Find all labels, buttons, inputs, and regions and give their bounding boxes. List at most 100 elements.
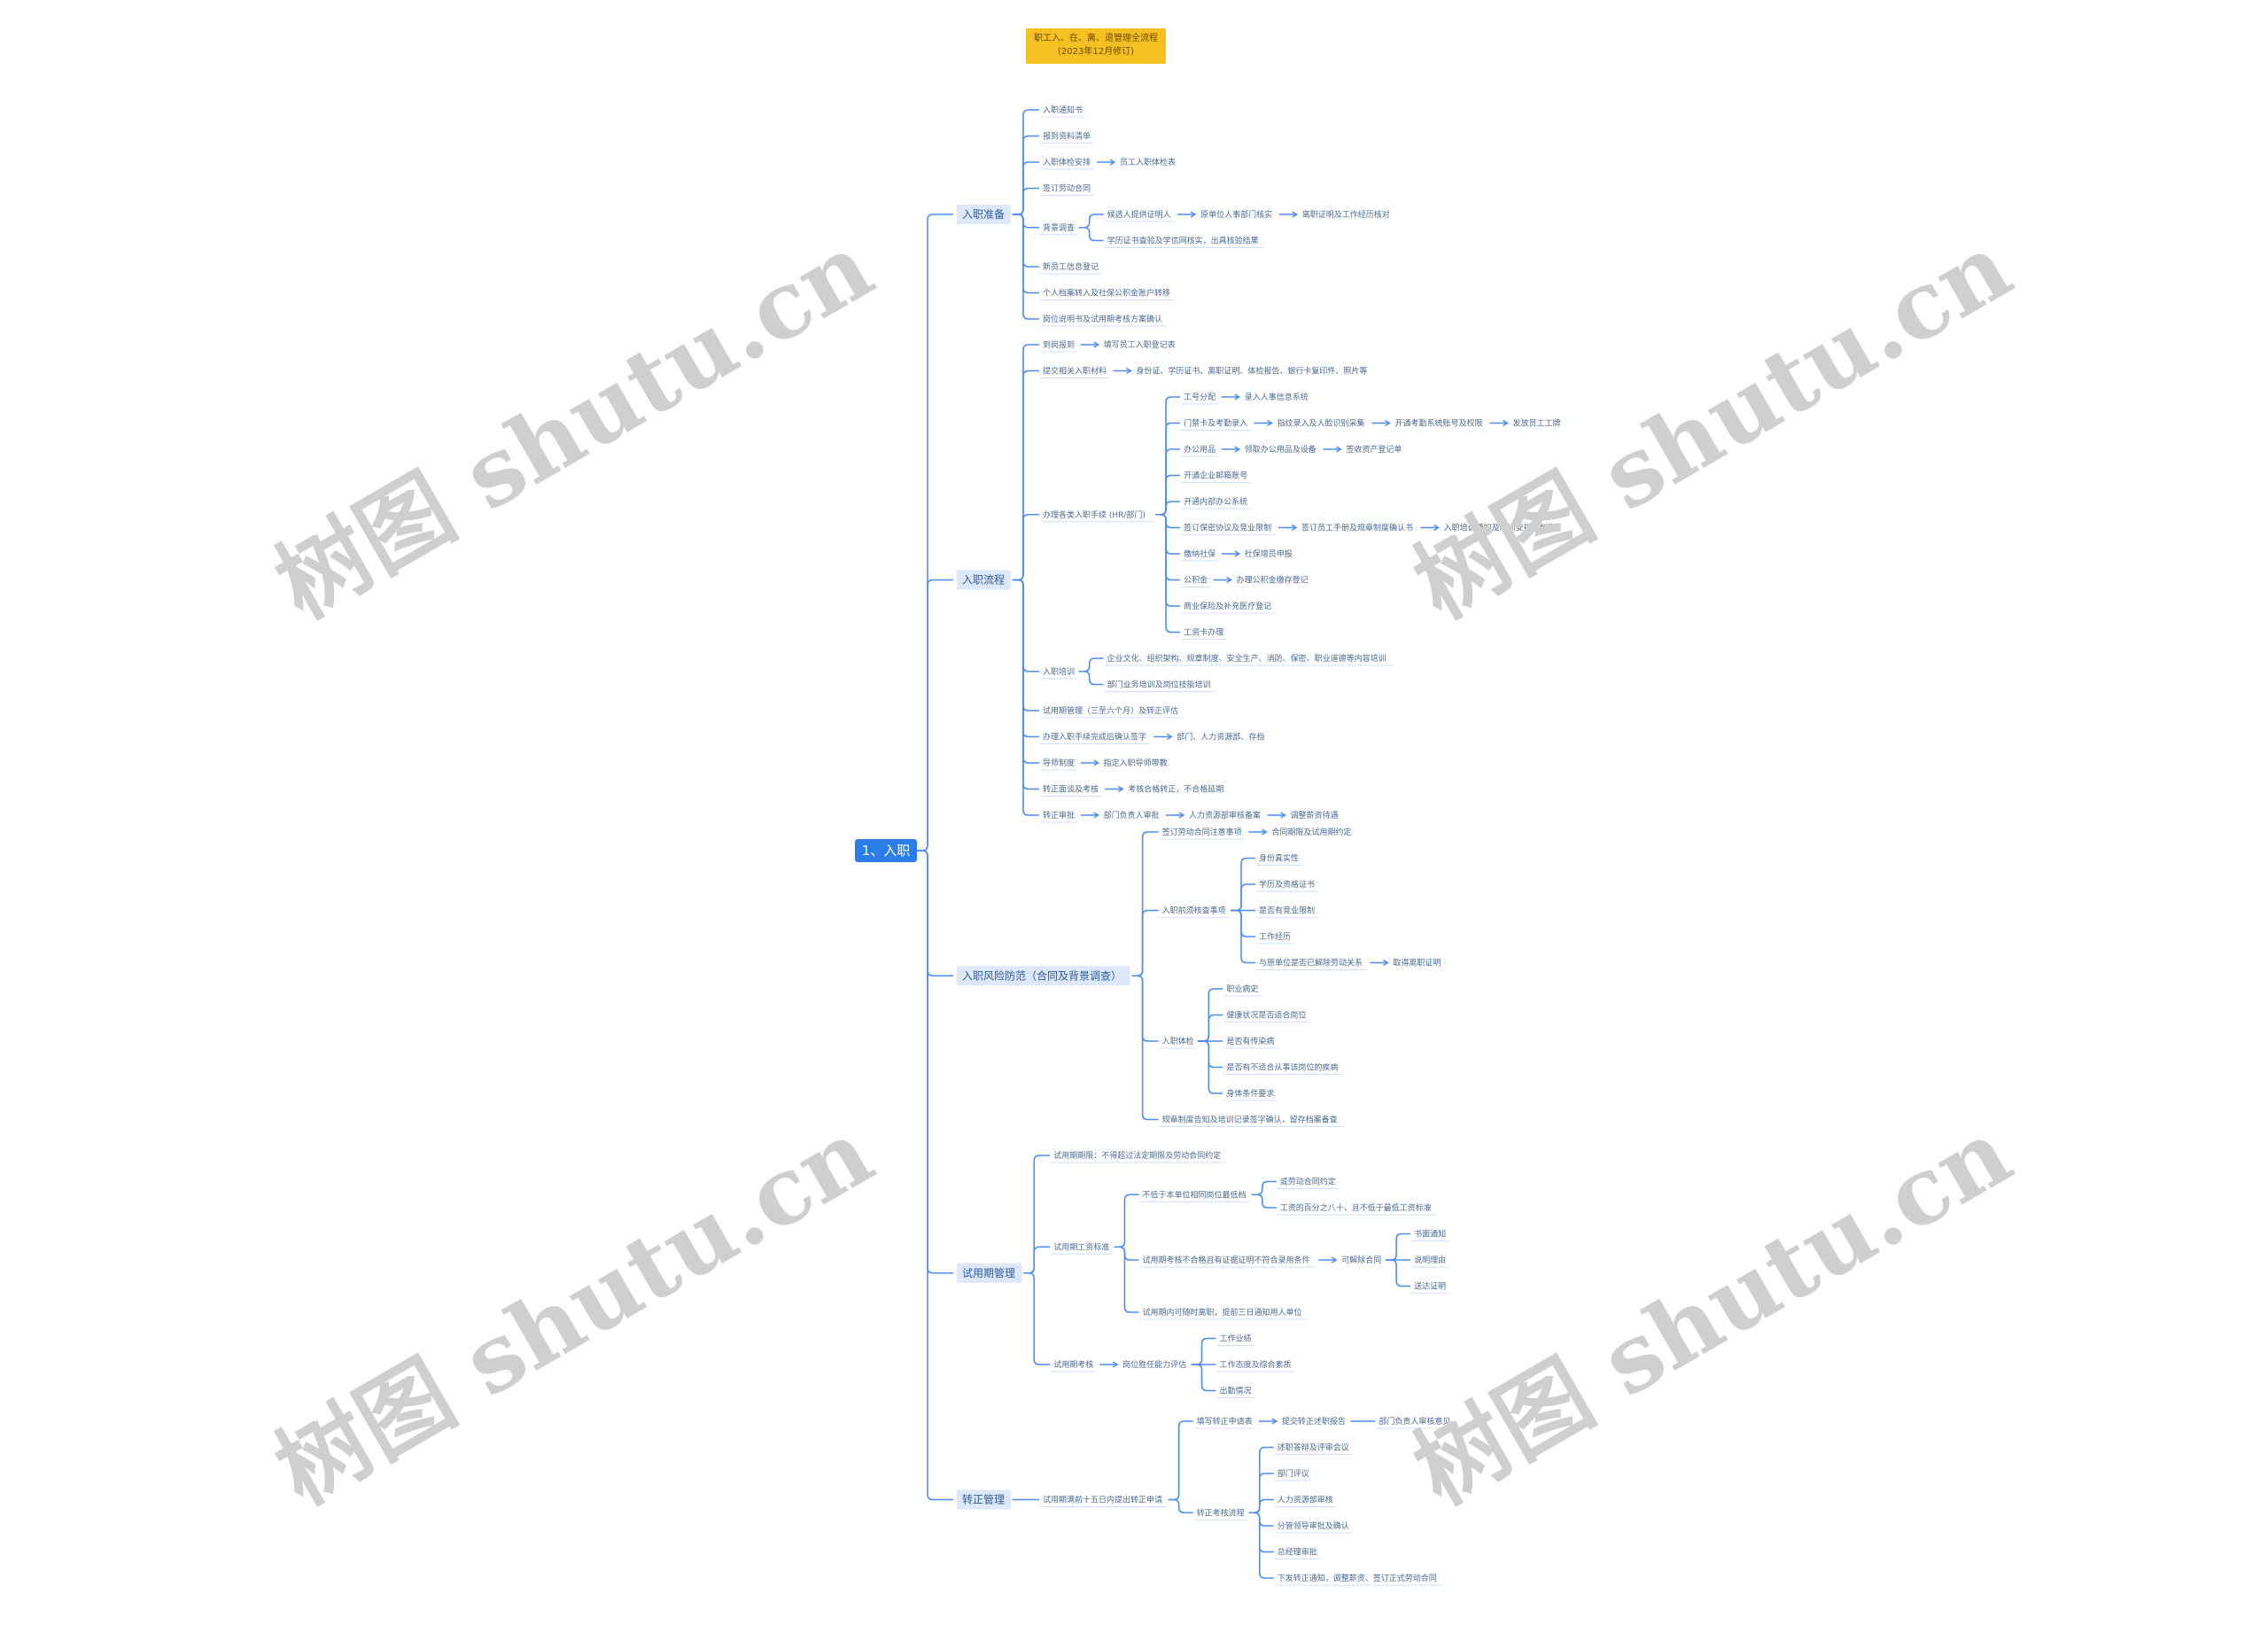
map-node-chain[interactable]: 离职证明及工作经历核对	[1302, 209, 1390, 220]
map-node-leaf[interactable]: 导师制度	[1043, 758, 1075, 768]
map-node-chain[interactable]: 指定入职导师带教	[1104, 758, 1168, 768]
map-node-leaf[interactable]: 身份真实性	[1259, 853, 1299, 864]
map-node-leaf[interactable]: 办理入职手续完成后确认签字	[1043, 732, 1146, 743]
map-node-leaf[interactable]: 部门评议	[1278, 1468, 1309, 1479]
map-node-leaf[interactable]: 签订劳动合同注意事项	[1162, 827, 1242, 837]
map-node-branch[interactable]: 办理各类入职手续 (HR/部门)	[1043, 509, 1146, 520]
map-node-leaf[interactable]: 是否有竞业限制	[1259, 906, 1315, 916]
map-node-leaf[interactable]: 出勤情况	[1220, 1386, 1252, 1396]
map-node-leaf[interactable]: 工作经历	[1259, 931, 1291, 942]
map-node-leaf[interactable]: 商业保险及补充医疗登记	[1184, 601, 1271, 611]
level1-node[interactable]	[957, 1263, 1022, 1283]
map-node-chain[interactable]: 开通考勤系统账号及权限	[1395, 418, 1483, 429]
map-node-leaf[interactable]: 或劳动合同约定	[1280, 1177, 1336, 1187]
map-node-chain[interactable]: 签收资产登记单	[1346, 444, 1402, 455]
map-node-chain[interactable]: 指纹录入及人脸识别采集	[1278, 418, 1365, 429]
map-node-leaf[interactable]: 身体条件要求	[1226, 1088, 1274, 1099]
level1-node[interactable]	[957, 966, 1130, 986]
map-node-leaf[interactable]: 总经理审批	[1278, 1547, 1317, 1558]
map-node-chain[interactable]: 领取办公用品及设备	[1245, 444, 1317, 455]
map-node-chain[interactable]: 提交转正述职报告	[1282, 1416, 1346, 1427]
map-node-chain[interactable]: 人力资源部审核备案	[1189, 810, 1261, 820]
map-node-chain[interactable]: 考核合格转正，不合格延期	[1128, 784, 1223, 795]
map-node-chain[interactable]: 员工入职体检表	[1120, 157, 1176, 167]
level1-node[interactable]	[957, 570, 1011, 590]
map-node-leaf[interactable]: 开通企业邮箱账号	[1184, 470, 1247, 481]
map-node-leaf[interactable]: 部门负责人审核意见	[1379, 1416, 1450, 1427]
map-node-chain[interactable]: 填写员工入职登记表	[1104, 339, 1176, 350]
map-node-leaf[interactable]: 报到资料清单	[1043, 131, 1091, 142]
map-node-leaf[interactable]: 工作态度及综合素质	[1220, 1359, 1292, 1370]
map-node-leaf[interactable]: 分管领导审批及确认	[1278, 1520, 1349, 1531]
map-node-branch[interactable]: 试用期考核	[1053, 1359, 1093, 1370]
map-node-leaf[interactable]: 部门业务培训及岗位技能培训	[1107, 680, 1211, 690]
map-node-leaf[interactable]: 办公用品	[1184, 444, 1216, 455]
map-node-leaf[interactable]: 签订保密协议及竞业限制	[1184, 523, 1271, 533]
map-node-leaf[interactable]: 书面通知	[1414, 1229, 1446, 1240]
map-node-chain[interactable]: 取得离职证明	[1393, 958, 1441, 968]
map-node-leaf[interactable]: 述职答辩及评审会议	[1278, 1442, 1349, 1453]
map-node-leaf[interactable]: 转正面谈及考核	[1043, 784, 1099, 795]
level1-node[interactable]	[957, 1489, 1011, 1510]
map-node-leaf[interactable]: 试用期期限：不得超过法定期限及劳动合同约定	[1053, 1150, 1221, 1161]
map-node-leaf[interactable]: 工号分配	[1184, 393, 1216, 402]
map-node-leaf[interactable]: 缴纳社保	[1184, 548, 1216, 559]
map-node-leaf[interactable]: 企业文化、组织架构、规章制度、安全生产、消防、保密、职业道德等内容培训	[1107, 653, 1386, 664]
map-node-leaf[interactable]: 签订劳动合同	[1043, 183, 1091, 194]
map-node-branch[interactable]: 转正考核流程	[1197, 1507, 1245, 1518]
map-node-chain[interactable]: 原单位人事部门核实	[1200, 209, 1272, 220]
map-node-leaf[interactable]: 个人档案转入及社保公积金账户转移	[1043, 288, 1170, 299]
map-node-leaf[interactable]: 入职体检安排	[1043, 157, 1091, 167]
map-node-leaf[interactable]: 说明理由	[1414, 1255, 1446, 1265]
map-node-leaf[interactable]: 岗位说明书及试用期考核方案确认	[1043, 314, 1162, 324]
map-node-leaf[interactable]: 到岗报到	[1043, 339, 1075, 350]
map-node-branch[interactable]: 试用期考核不合格且有证据证明不符合录用条件	[1142, 1255, 1309, 1265]
map-node-chain[interactable]: 发放员工工牌	[1512, 418, 1560, 429]
map-node-branch[interactable]: 入职培训	[1043, 666, 1075, 677]
map-node-leaf[interactable]: 新员工信息登记	[1043, 261, 1099, 272]
map-node-leaf[interactable]: 下发转正通知，调整薪资、签订正式劳动合同	[1278, 1573, 1437, 1583]
map-node-leaf[interactable]: 职业病史	[1226, 984, 1258, 994]
map-node-leaf[interactable]: 工资卡办理	[1184, 627, 1223, 638]
map-node-chain[interactable]: 入职培训通知及培训安排计划表	[1444, 523, 1556, 533]
map-node-chain[interactable]: 社保增员申报	[1245, 548, 1293, 559]
map-node-branch[interactable]: 试用期工资标准	[1053, 1241, 1109, 1252]
map-node-chain[interactable]: 办理公积金缴存登记	[1237, 575, 1309, 586]
map-node-leaf[interactable]: 门禁卡及考勤录入	[1184, 418, 1247, 429]
map-node-leaf[interactable]: 开通内部办公系统	[1184, 496, 1247, 507]
root-node[interactable]	[855, 839, 917, 862]
map-node-branch[interactable]: 试用期满前十五日内提出转正申请	[1043, 1495, 1162, 1505]
map-node-leaf[interactable]: 工作业绩	[1220, 1334, 1252, 1344]
map-node-chain[interactable]: 可解除合同	[1341, 1255, 1381, 1265]
map-node-branch[interactable]: 背景调查	[1043, 222, 1075, 233]
map-node-leaf[interactable]: 学历及资格证书	[1259, 879, 1315, 890]
map-node-branch[interactable]: 填写转正申请表	[1197, 1416, 1253, 1427]
map-node-leaf[interactable]: 学历证书查验及学信网核实，出具核验结果	[1107, 236, 1259, 246]
map-node-leaf[interactable]: 转正审批	[1043, 810, 1075, 820]
map-node-leaf[interactable]: 试用期内可随时离职，提前三日通知用人单位	[1142, 1307, 1301, 1318]
map-node-chain[interactable]: 录入人事信息系统	[1245, 392, 1309, 402]
map-node-leaf[interactable]: 公积金	[1184, 575, 1208, 586]
map-node-chain[interactable]: 部门负责人审批	[1104, 810, 1160, 820]
map-node-leaf[interactable]: 与原单位是否已解除劳动关系	[1259, 958, 1363, 968]
map-node-leaf[interactable]: 提交相关入职材料	[1043, 366, 1107, 377]
map-node-leaf[interactable]: 工资的百分之八十，且不低于最低工资标准	[1280, 1202, 1432, 1213]
map-node-branch[interactable]: 入职前须核查事项	[1162, 906, 1226, 916]
map-node-chain[interactable]: 身份证、学历证书、离职证明、体检报告、银行卡复印件、照片等	[1136, 366, 1367, 377]
map-node-chain[interactable]: 岗位胜任能力评估	[1122, 1359, 1186, 1370]
map-node-leaf[interactable]: 试用期管理（三至六个月）及转正评估	[1043, 705, 1178, 716]
map-node-leaf[interactable]: 入职通知书	[1043, 105, 1083, 115]
map-node-chain[interactable]: 部门、人力资源部、存档	[1177, 732, 1264, 743]
map-node-chain[interactable]: 合同期限及试用期约定	[1271, 827, 1351, 837]
map-node-leaf[interactable]: 人力资源部审核	[1278, 1495, 1333, 1505]
map-node-branch[interactable]: 不低于本单位相同岗位最低档	[1142, 1189, 1246, 1200]
map-node-chain[interactable]: 调整薪资待遇	[1291, 810, 1339, 820]
map-node-leaf[interactable]: 送达证明	[1414, 1281, 1446, 1292]
map-node-chain[interactable]: 签订员工手册及规章制度确认书	[1301, 523, 1413, 533]
map-node-branch[interactable]: 入职体检	[1162, 1036, 1194, 1046]
map-node-leaf[interactable]: 规章制度告知及培训记录签字确认，留存档案备查	[1162, 1115, 1338, 1125]
map-node-leaf[interactable]: 候选人提供证明人	[1107, 209, 1171, 220]
map-node-leaf[interactable]: 健康状况是否适合岗位	[1226, 1010, 1306, 1021]
level1-node[interactable]	[957, 205, 1011, 224]
map-node-leaf[interactable]: 是否有不适合从事该岗位的疾病	[1226, 1062, 1338, 1073]
